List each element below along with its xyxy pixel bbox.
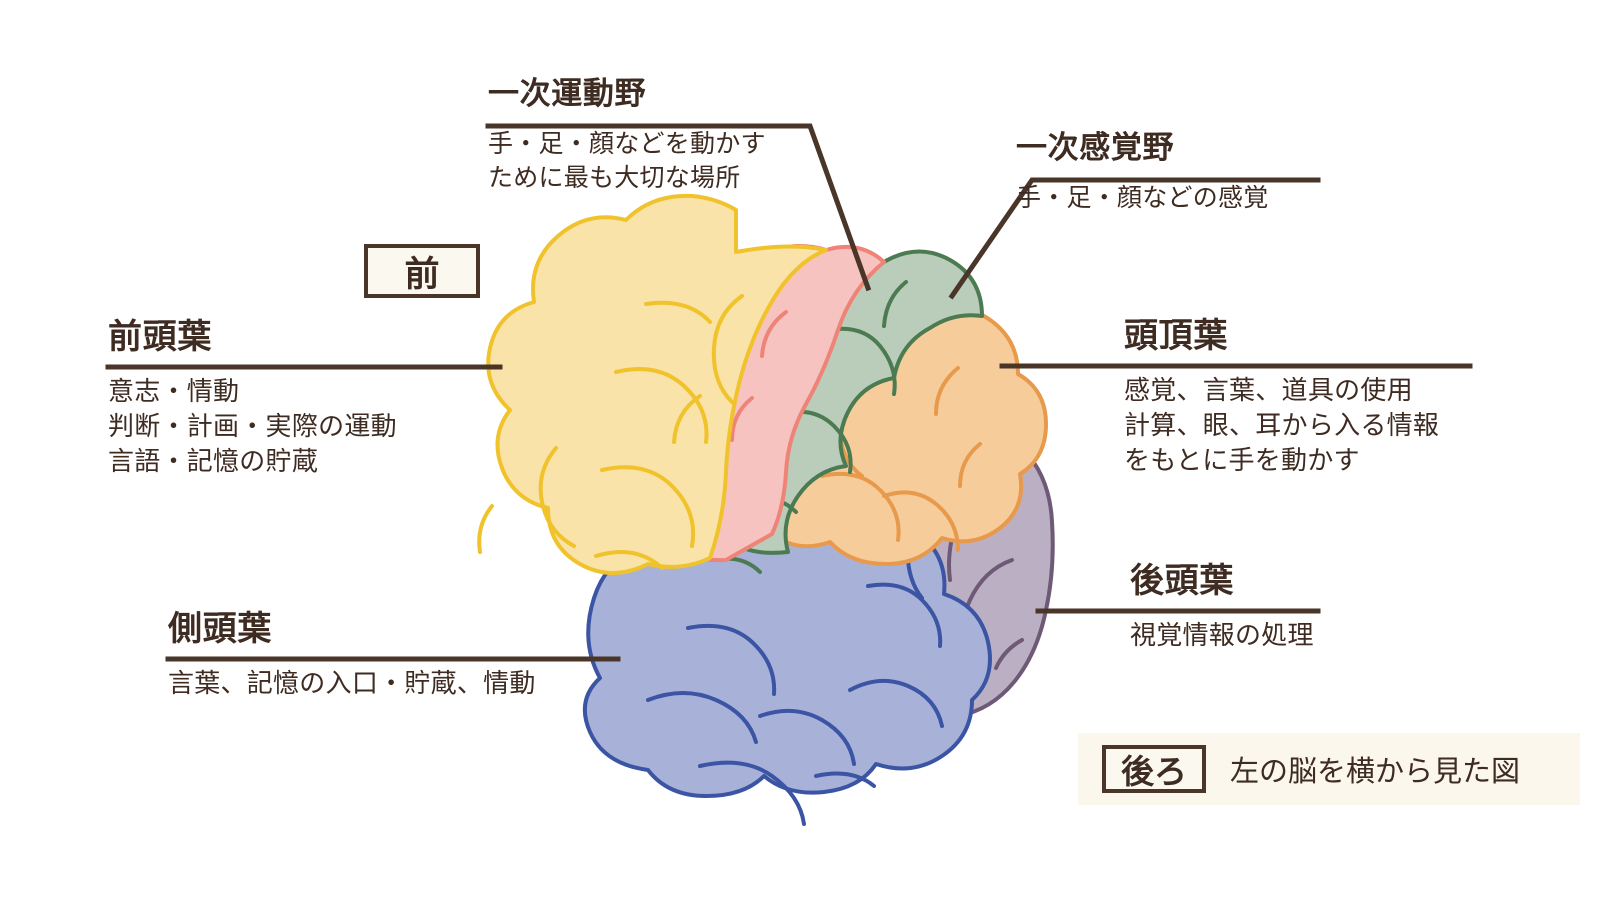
callout-temporal-lobe-title: 側頭葉 xyxy=(168,610,273,648)
callout-primary-motor-title: 一次運動野 xyxy=(488,76,647,111)
callout-frontal-lobe-body: 意志・情動 判断・計画・実際の運動 言語・記憶の貯蔵 xyxy=(108,376,397,476)
callout-frontal-lobe: 前頭葉 意志・情動 判断・計画・実際の運動 言語・記憶の貯蔵 xyxy=(108,318,500,479)
callout-temporal-lobe: 側頭葉 言葉、記憶の入口・貯蔵、情動 xyxy=(168,610,620,701)
callout-parietal-lobe: 頭頂葉 感覚、言葉、道具の使用 計算、眼、耳から入る情報 をもとに手を動かす xyxy=(1078,317,1470,478)
callout-parietal-lobe-body: 感覚、言葉、道具の使用 計算、眼、耳から入る情報 をもとに手を動かす xyxy=(1124,375,1440,475)
callout-occipital-lobe-body: 視覚情報の処理 xyxy=(1130,620,1314,650)
callout-primary-motor-body: 手・足・顔などを動かす ために最も大切な場所 xyxy=(488,130,766,192)
callout-primary-sensory-body: 手・足・顔などの感覚 xyxy=(1016,184,1269,212)
callout-parietal-lobe-title: 頭頂葉 xyxy=(1124,317,1229,355)
region-temporal-lobe xyxy=(582,492,992,826)
callout-primary-sensory-title: 一次感覚野 xyxy=(1016,130,1175,165)
front-direction-box: 前 xyxy=(364,244,480,298)
callout-frontal-lobe-title: 前頭葉 xyxy=(108,318,213,356)
rear-direction-box: 後ろ xyxy=(1102,745,1206,793)
figure-caption-strip: 後ろ 左の脳を横から見た図 xyxy=(1078,733,1580,805)
callout-occipital-lobe: 後頭葉 視覚情報の処理 xyxy=(1038,562,1378,653)
callout-occipital-lobe-title: 後頭葉 xyxy=(1130,562,1235,600)
callout-primary-sensory: 一次感覚野 手・足・顔などの感覚 xyxy=(1016,130,1318,215)
figure-caption-text: 左の脳を横から見た図 xyxy=(1230,756,1521,788)
callout-primary-motor: 一次運動野 手・足・顔などを動かす ために最も大切な場所 xyxy=(488,76,810,195)
callout-temporal-lobe-body: 言葉、記憶の入口・貯蔵、情動 xyxy=(168,668,536,698)
